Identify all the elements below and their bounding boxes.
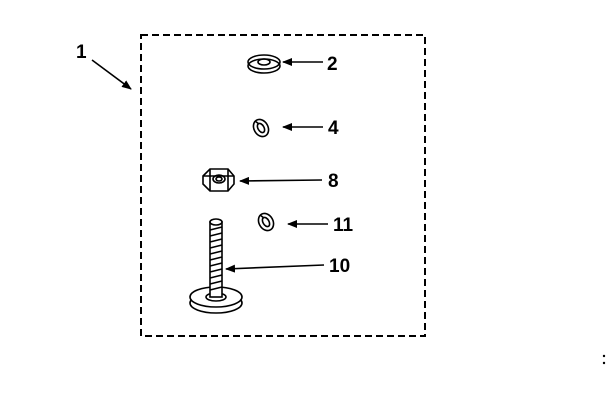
leveling-bolt-part (189, 218, 243, 314)
flat-washer-part (247, 54, 281, 74)
edge-mark-dot (602, 354, 606, 358)
callout-kit-label: 1 (76, 42, 87, 63)
clip-washer-part (257, 212, 275, 232)
callout-hex-nut-label: 8 (328, 171, 339, 192)
lock-washer-part (252, 118, 270, 138)
kit-boundary (140, 34, 426, 337)
callout-clip-washer-label: 11 (333, 215, 354, 236)
callout-washer-label: 2 (327, 54, 338, 75)
callout-hex-nut-leader (239, 176, 323, 185)
callout-leveling-bolt-label: 10 (329, 256, 350, 277)
callout-kit-leader (91, 59, 132, 90)
edge-mark-dot (602, 361, 606, 365)
hex-nut-part (202, 168, 235, 192)
callout-lock-washer-label: 4 (328, 118, 339, 139)
callout-leveling-bolt-leader (225, 264, 325, 273)
